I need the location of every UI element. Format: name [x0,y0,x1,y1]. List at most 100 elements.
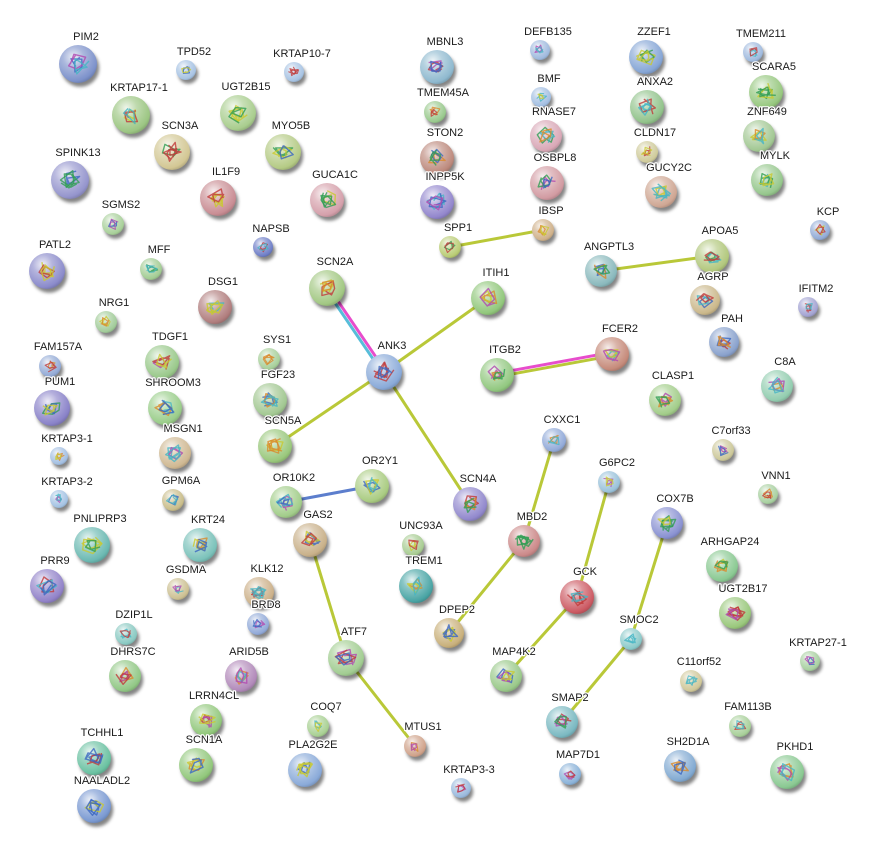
protein-node-G6PC2[interactable]: G6PC2 [598,456,636,497]
protein-node-OR10K2[interactable]: OR10K2 [270,471,316,522]
node-bubble[interactable] [162,489,184,511]
node-bubble[interactable] [50,447,68,465]
protein-node-LRRN4CL[interactable]: LRRN4CL [188,689,240,740]
node-bubble[interactable] [649,384,681,416]
protein-node-SH2D1A[interactable]: SH2D1A [664,735,711,786]
node-bubble[interactable] [598,471,620,493]
node-bubble[interactable] [695,239,729,273]
node-bubble[interactable] [59,45,97,83]
node-bubble[interactable] [645,176,677,208]
edge-SMOC2-SMAP2-textmining[interactable] [560,637,633,724]
node-bubble[interactable] [530,166,564,200]
node-bubble[interactable] [630,90,664,124]
edge-ANK3-SCN4A-textmining[interactable] [382,370,472,506]
protein-node-KRTAP3-2[interactable]: KRTAP3-2 [40,475,94,512]
protein-node-COQ7[interactable]: COQ7 [307,700,343,741]
node-bubble[interactable] [404,735,426,757]
protein-node-UGT2B15[interactable]: UGT2B15 [220,80,272,135]
node-bubble[interactable] [595,337,629,371]
node-bubble[interactable] [420,185,454,219]
protein-node-NAALADL2[interactable]: NAALADL2 [73,774,131,827]
protein-node-MAP4K2[interactable]: MAP4K2 [490,645,537,696]
edge-ANGPTL3-APOA5-textmining[interactable] [599,254,714,273]
protein-node-ANGPTL3[interactable]: ANGPTL3 [583,240,635,291]
node-bubble[interactable] [559,763,581,785]
protein-node-ZZEF1[interactable]: ZZEF1 [629,25,672,78]
protein-node-C8A[interactable]: C8A [761,355,798,406]
protein-node-KCP[interactable]: KCP [810,205,841,244]
protein-node-SCN4A[interactable]: SCN4A [453,472,498,525]
protein-node-TMEM45A[interactable]: TMEM45A [416,86,471,127]
protein-node-STON2[interactable]: STON2 [420,126,464,179]
node-bubble[interactable] [293,523,327,557]
node-bubble[interactable] [258,348,280,370]
node-bubble[interactable] [288,753,322,787]
node-bubble[interactable] [265,134,301,170]
protein-node-KRT24[interactable]: KRT24 [183,513,226,566]
node-bubble[interactable] [651,507,683,539]
node-bubble[interactable] [183,528,217,562]
protein-node-NAPSB[interactable]: NAPSB [251,222,291,261]
protein-node-GSDMA[interactable]: GSDMA [165,563,208,604]
protein-node-IL1F9[interactable]: IL1F9 [200,165,241,220]
node-bubble[interactable] [179,748,213,782]
node-bubble[interactable] [729,715,751,737]
node-bubble[interactable] [310,183,344,217]
protein-node-APOA5[interactable]: APOA5 [695,224,740,277]
node-bubble[interactable] [102,213,124,235]
edge-MBD2-DPEP2-textmining[interactable] [447,539,526,635]
protein-node-AGRP[interactable]: AGRP [690,270,730,319]
node-bubble[interactable] [148,391,182,425]
node-bubble[interactable] [270,486,302,518]
protein-node-DSG1[interactable]: DSG1 [198,275,239,328]
node-bubble[interactable] [706,550,738,582]
protein-node-DHRS7C[interactable]: DHRS7C [109,645,157,696]
node-bubble[interactable] [200,180,236,216]
protein-node-CXXC1[interactable]: CXXC1 [542,413,582,456]
node-bubble[interactable] [328,640,364,676]
protein-node-KRTAP17-1[interactable]: KRTAP17-1 [109,81,169,138]
protein-node-PRR9[interactable]: PRR9 [30,554,71,607]
protein-node-ITGB2[interactable]: ITGB2 [480,343,522,396]
node-bubble[interactable] [424,101,446,123]
protein-node-ITIH1[interactable]: ITIH1 [471,266,511,319]
node-bubble[interactable] [471,281,505,315]
protein-node-KLK12[interactable]: KLK12 [244,562,285,611]
protein-node-MTUS1[interactable]: MTUS1 [403,720,443,761]
node-bubble[interactable] [140,258,162,280]
node-bubble[interactable] [167,578,189,600]
protein-node-MYO5B[interactable]: MYO5B [265,119,312,174]
node-bubble[interactable] [30,569,64,603]
protein-node-SMOC2[interactable]: SMOC2 [618,613,660,654]
node-bubble[interactable] [629,40,663,74]
node-bubble[interactable] [690,285,720,315]
node-bubble[interactable] [585,255,617,287]
protein-node-MYLK[interactable]: MYLK [751,149,792,200]
protein-node-KRTAP27-1[interactable]: KRTAP27-1 [788,636,848,675]
protein-node-BMF[interactable]: BMF [531,72,562,111]
protein-node-RNASE7[interactable]: RNASE7 [530,105,577,156]
node-bubble[interactable] [636,141,658,163]
protein-node-GUCA1C[interactable]: GUCA1C [310,168,359,221]
node-bubble[interactable] [709,327,739,357]
protein-node-GUCY2C[interactable]: GUCY2C [645,161,693,212]
node-bubble[interactable] [77,741,111,775]
protein-node-C7orf33[interactable]: C7orf33 [710,424,752,465]
node-bubble[interactable] [109,660,141,692]
protein-node-FCER2[interactable]: FCER2 [595,322,639,375]
protein-node-OR2Y1[interactable]: OR2Y1 [355,454,399,507]
edge-ITGB2-FCER2-experiments[interactable] [495,350,614,375]
node-bubble[interactable] [770,755,804,789]
node-bubble[interactable] [225,660,257,692]
protein-node-UGT2B17[interactable]: UGT2B17 [717,582,769,633]
node-bubble[interactable] [751,164,783,196]
protein-node-TDGF1[interactable]: TDGF1 [145,330,189,383]
protein-node-MBNL3[interactable]: MBNL3 [420,35,465,88]
node-bubble[interactable] [95,311,117,333]
protein-node-SCARA5[interactable]: SCARA5 [749,60,797,113]
node-bubble[interactable] [220,95,256,131]
protein-node-FAM157A[interactable]: FAM157A [33,340,84,381]
protein-node-IBSP[interactable]: IBSP [532,204,565,245]
edge-ITGB2-FCER2-textmining[interactable] [495,354,614,379]
node-bubble[interactable] [159,437,191,469]
